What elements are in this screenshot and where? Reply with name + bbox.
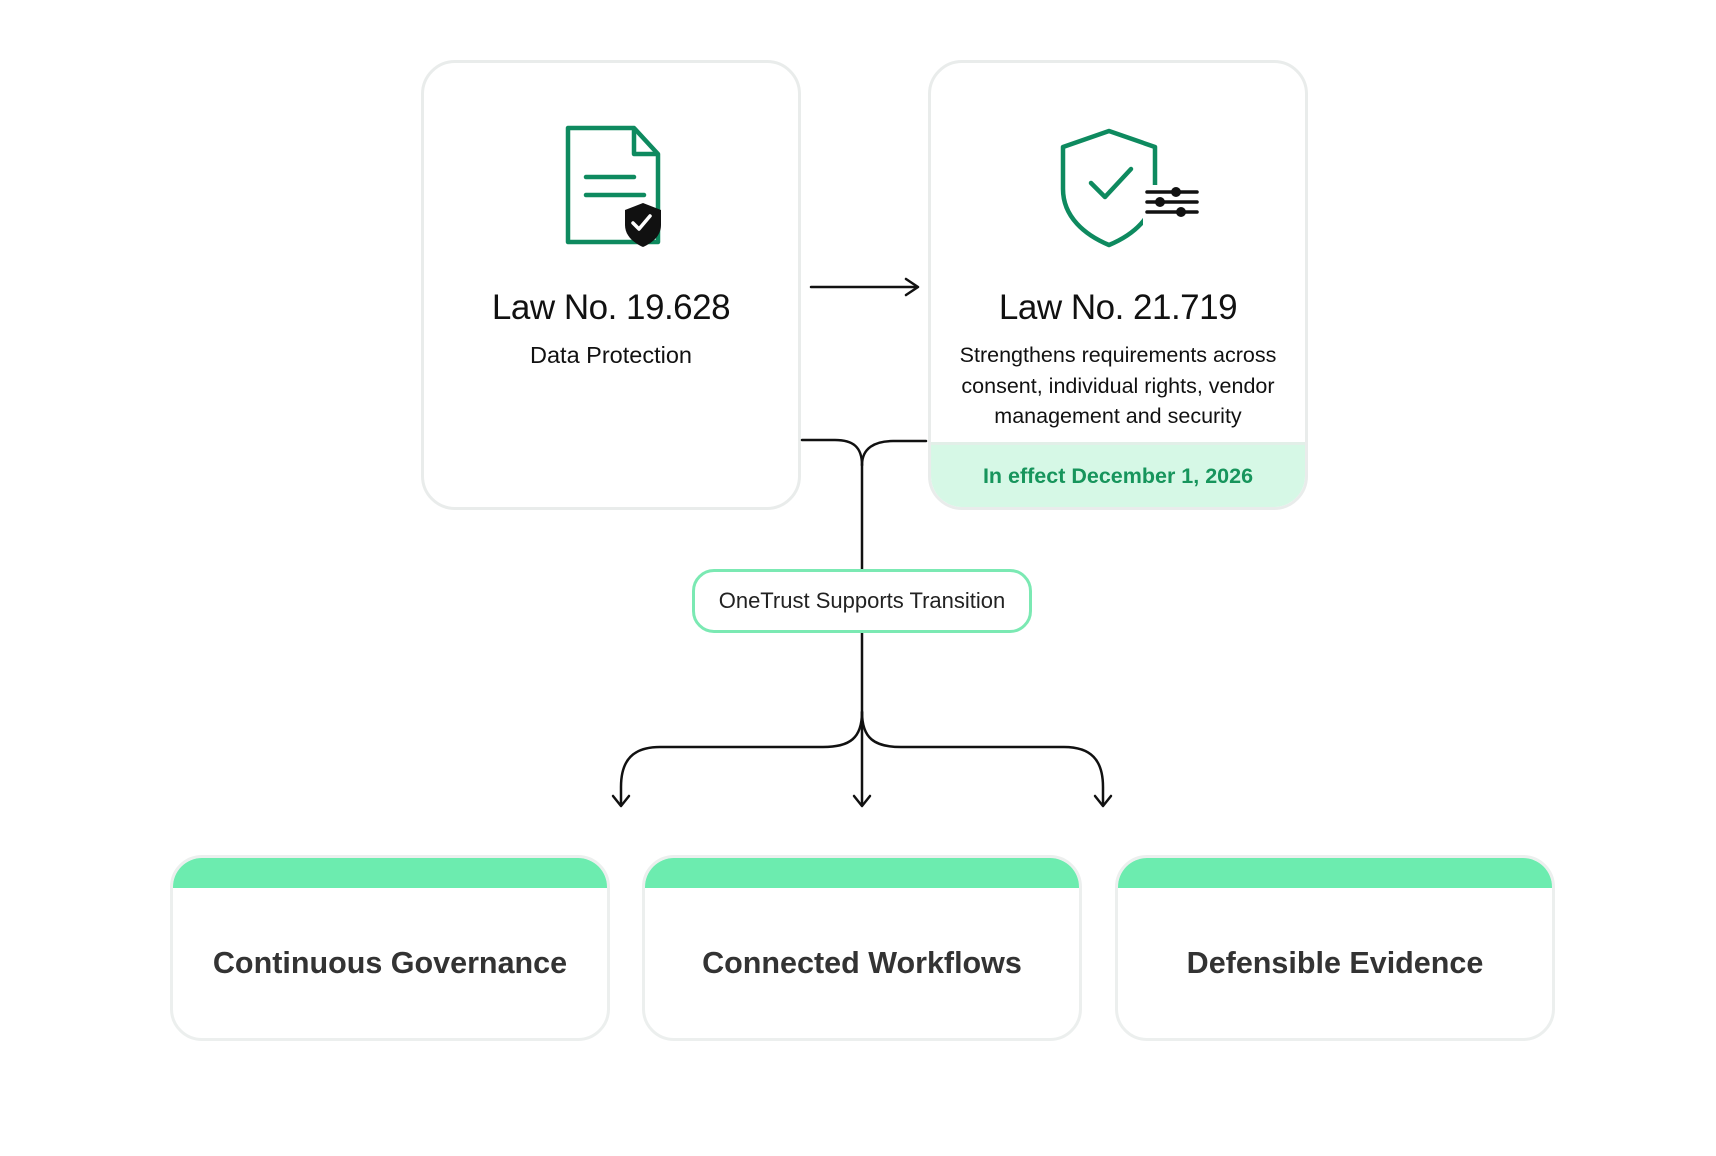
transition-pill: OneTrust Supports Transition [692, 569, 1032, 633]
shield-check-sliders-icon [1060, 128, 1199, 248]
pillar-accent-bar [645, 858, 1079, 888]
merge-line-right [860, 439, 928, 467]
pillar-card-defensible-evidence: Defensible Evidence [1115, 855, 1555, 1041]
pillar-card-continuous-governance: Continuous Governance [170, 855, 610, 1041]
merge-line-left [800, 438, 864, 467]
document-shield-icon [565, 125, 661, 247]
pillar-accent-bar [173, 858, 607, 888]
pillar-card-connected-workflows: Connected Workflows [642, 855, 1082, 1041]
pillar-label: Defensible Evidence [1186, 946, 1484, 980]
law-card-new: Law No. 21.719 Strengthens requirements … [928, 60, 1308, 510]
branch-right [860, 710, 1105, 807]
pillar-label: Continuous Governance [212, 946, 568, 980]
law-subtitle-previous: Data Protection [530, 342, 692, 368]
law-card-previous: Law No. 19.628 Data Protection [421, 60, 801, 510]
law-description-new: Strengthens requirements across consent,… [959, 343, 1277, 428]
law-title-previous: Law No. 19.628 [491, 288, 731, 327]
pillar-accent-bar [1118, 858, 1552, 888]
law-title-new: Law No. 21.719 [998, 288, 1238, 327]
branch-left [619, 710, 864, 807]
effective-date-badge: In effect December 1, 2026 [931, 442, 1305, 507]
pillar-label: Connected Workflows [702, 946, 1022, 980]
